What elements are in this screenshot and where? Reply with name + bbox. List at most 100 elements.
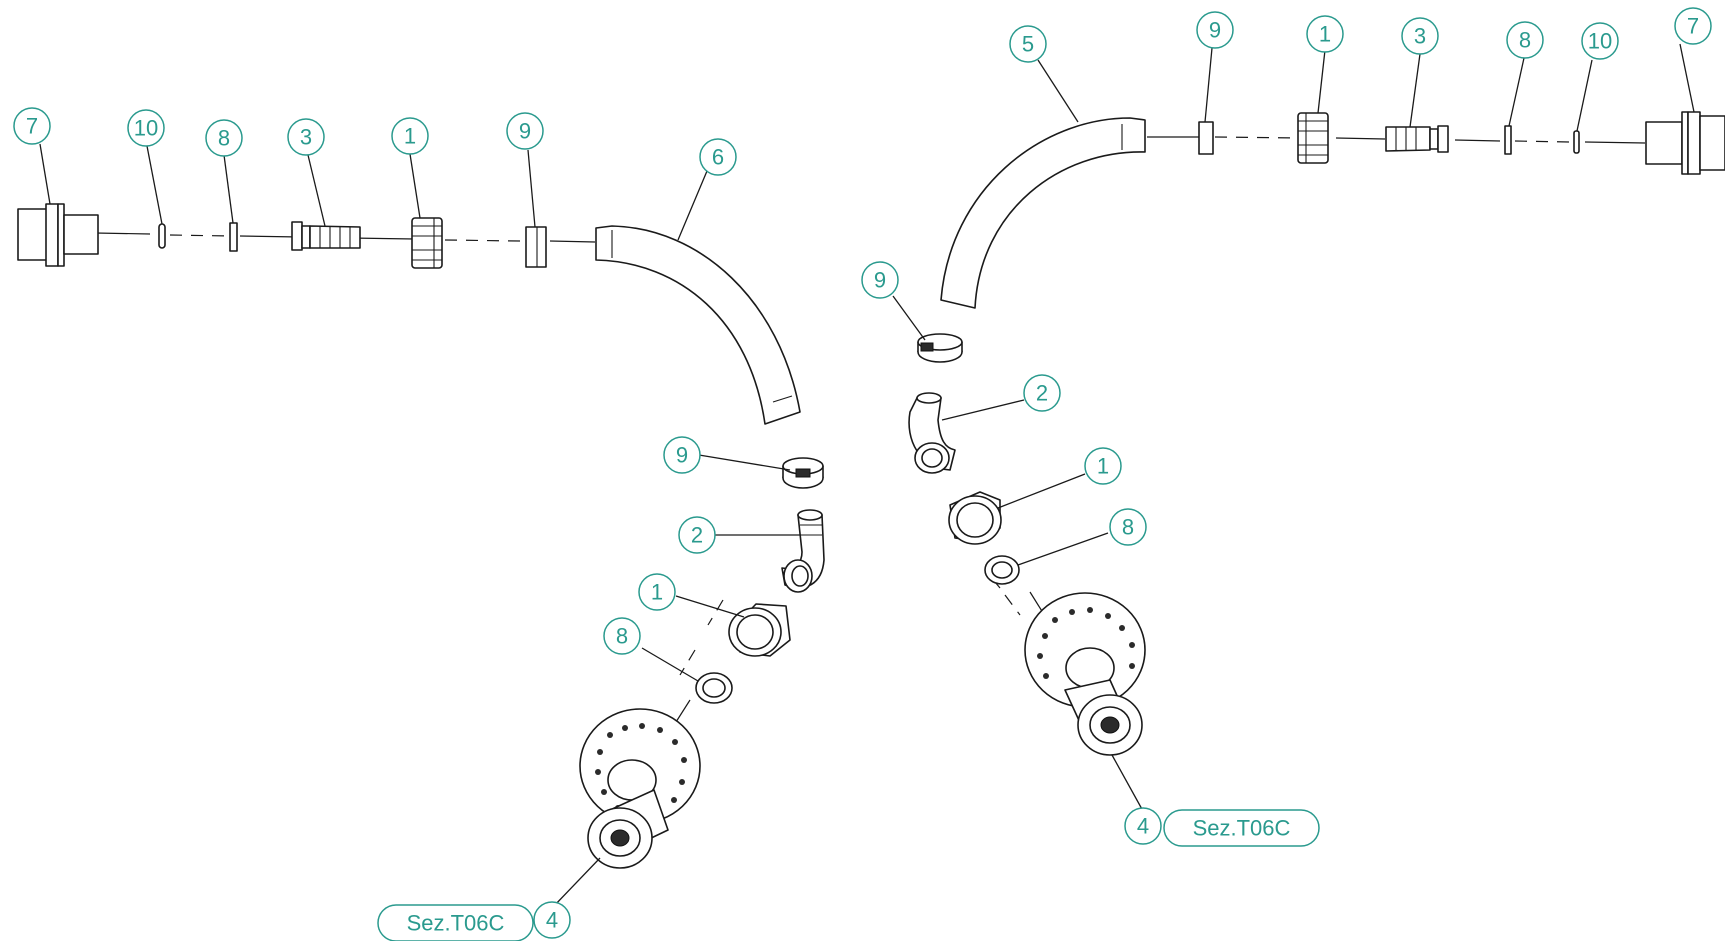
callout-circle [1023,374,1061,412]
right-callout-12: 4 [1124,807,1162,845]
left-callout-4: 3 [287,118,325,156]
right-callout-6: 10 [1581,22,1619,60]
section-reference-label: Sez.T06C [407,911,505,936]
section-reference-label: Sez.T06C [1193,816,1291,841]
callout-circle [603,617,641,655]
left-callout-8: 9 [663,436,701,474]
left-callout-9: 2 [678,516,716,554]
callout-number: 1 [1097,454,1109,479]
left-section-reference: Sez.T06C [377,904,534,941]
callout-number: 4 [546,908,558,933]
section-reference-box [377,904,534,941]
part-7-threaded-adapter-left [17,203,99,267]
part-10-o-ring-left [158,223,166,249]
callout-number: 1 [1319,22,1331,47]
part-1-union-nut-left [411,217,443,269]
callout-circle [533,901,571,939]
part-5-curved-hose [940,117,1146,309]
callout-circle [1009,25,1047,63]
callout-number: 8 [218,126,230,151]
callout-circle [205,119,243,157]
part-4-nozzle-right [1024,592,1146,756]
part-1-union-nut-right [1297,112,1329,164]
part-4-nozzle-left [579,708,701,869]
part-8-washer-right [1504,125,1512,155]
callout-circle [1581,22,1619,60]
right-callout-11: 8 [1109,508,1147,546]
callout-circle [1401,17,1439,55]
left-callout-2: 10 [127,109,165,147]
callout-circle [1306,15,1344,53]
left-callout-5: 1 [391,117,429,155]
left-assembly [17,143,825,908]
callout-circle [506,112,544,150]
callout-circle [1674,7,1712,45]
right-callout-9: 2 [1023,374,1061,412]
callout-number: 3 [1414,24,1426,49]
right-callout-1: 5 [1009,25,1047,63]
callout-number: 5 [1022,32,1034,57]
callout-number: 8 [1519,28,1531,53]
callout-circle [287,118,325,156]
right-callout-3: 1 [1306,15,1344,53]
callout-circle [1196,11,1234,49]
callout-number: 1 [651,580,663,605]
callout-circle [663,436,701,474]
callout-number: 7 [26,114,38,139]
section-ref-layer: Sez.T06C Sez.T06C [377,809,1320,941]
callout-number: 2 [691,523,703,548]
callout-circle [13,107,51,145]
callout-circle [638,573,676,611]
part-3-hose-barb-left [291,221,361,251]
part-8-washer-left-bottom [695,672,733,704]
callout-circle [391,117,429,155]
part-1-union-nut-left-bottom [728,603,791,657]
callout-circle [1506,21,1544,59]
right-callout-8: 9 [861,261,899,299]
part-9-hose-clamp-right-top [1198,121,1214,155]
callout-circle [678,516,716,554]
callout-circle [1084,447,1122,485]
callout-number: 9 [519,119,531,144]
part-8-washer-left [229,222,238,252]
callout-number: 7 [1687,14,1699,39]
callout-circle [1124,807,1162,845]
part-8-washer-right-bottom [984,555,1020,585]
right-section-reference: Sez.T06C [1163,809,1320,847]
right-assembly [892,43,1725,812]
left-callout-10: 1 [638,573,676,611]
callout-number: 9 [1209,18,1221,43]
left-callout-12: 4 [533,901,571,939]
part-10-o-ring-right [1573,130,1580,154]
callout-number: 8 [1122,515,1134,540]
callout-number: 10 [134,116,158,141]
right-callout-2: 9 [1196,11,1234,49]
callout-circle [861,261,899,299]
part-7-threaded-adapter-right [1645,111,1725,175]
left-callout-3: 8 [205,119,243,157]
callout-number: 9 [676,443,688,468]
callout-circle [127,109,165,147]
right-callout-7: 7 [1674,7,1712,45]
callout-number: 1 [404,124,416,149]
part-1-union-nut-right-bottom [948,491,1002,545]
left-callout-6: 9 [506,112,544,150]
callout-number: 8 [616,624,628,649]
right-callout-4: 3 [1401,17,1439,55]
part-2-elbow-right [908,392,956,474]
part-6-curved-hose [595,225,801,425]
callout-circle [699,138,737,176]
part-3-hose-barb-right [1385,125,1449,153]
part-9-hose-clamp-left-bottom [782,457,824,489]
callout-circle [1109,508,1147,546]
callout-number: 4 [1137,814,1149,839]
right-callout-5: 8 [1506,21,1544,59]
part-9-hose-clamp-left-top [525,226,547,268]
right-callout-10: 1 [1084,447,1122,485]
left-callout-11: 8 [603,617,641,655]
callout-number: 9 [874,268,886,293]
callout-number: 2 [1036,381,1048,406]
left-callout-7: 6 [699,138,737,176]
